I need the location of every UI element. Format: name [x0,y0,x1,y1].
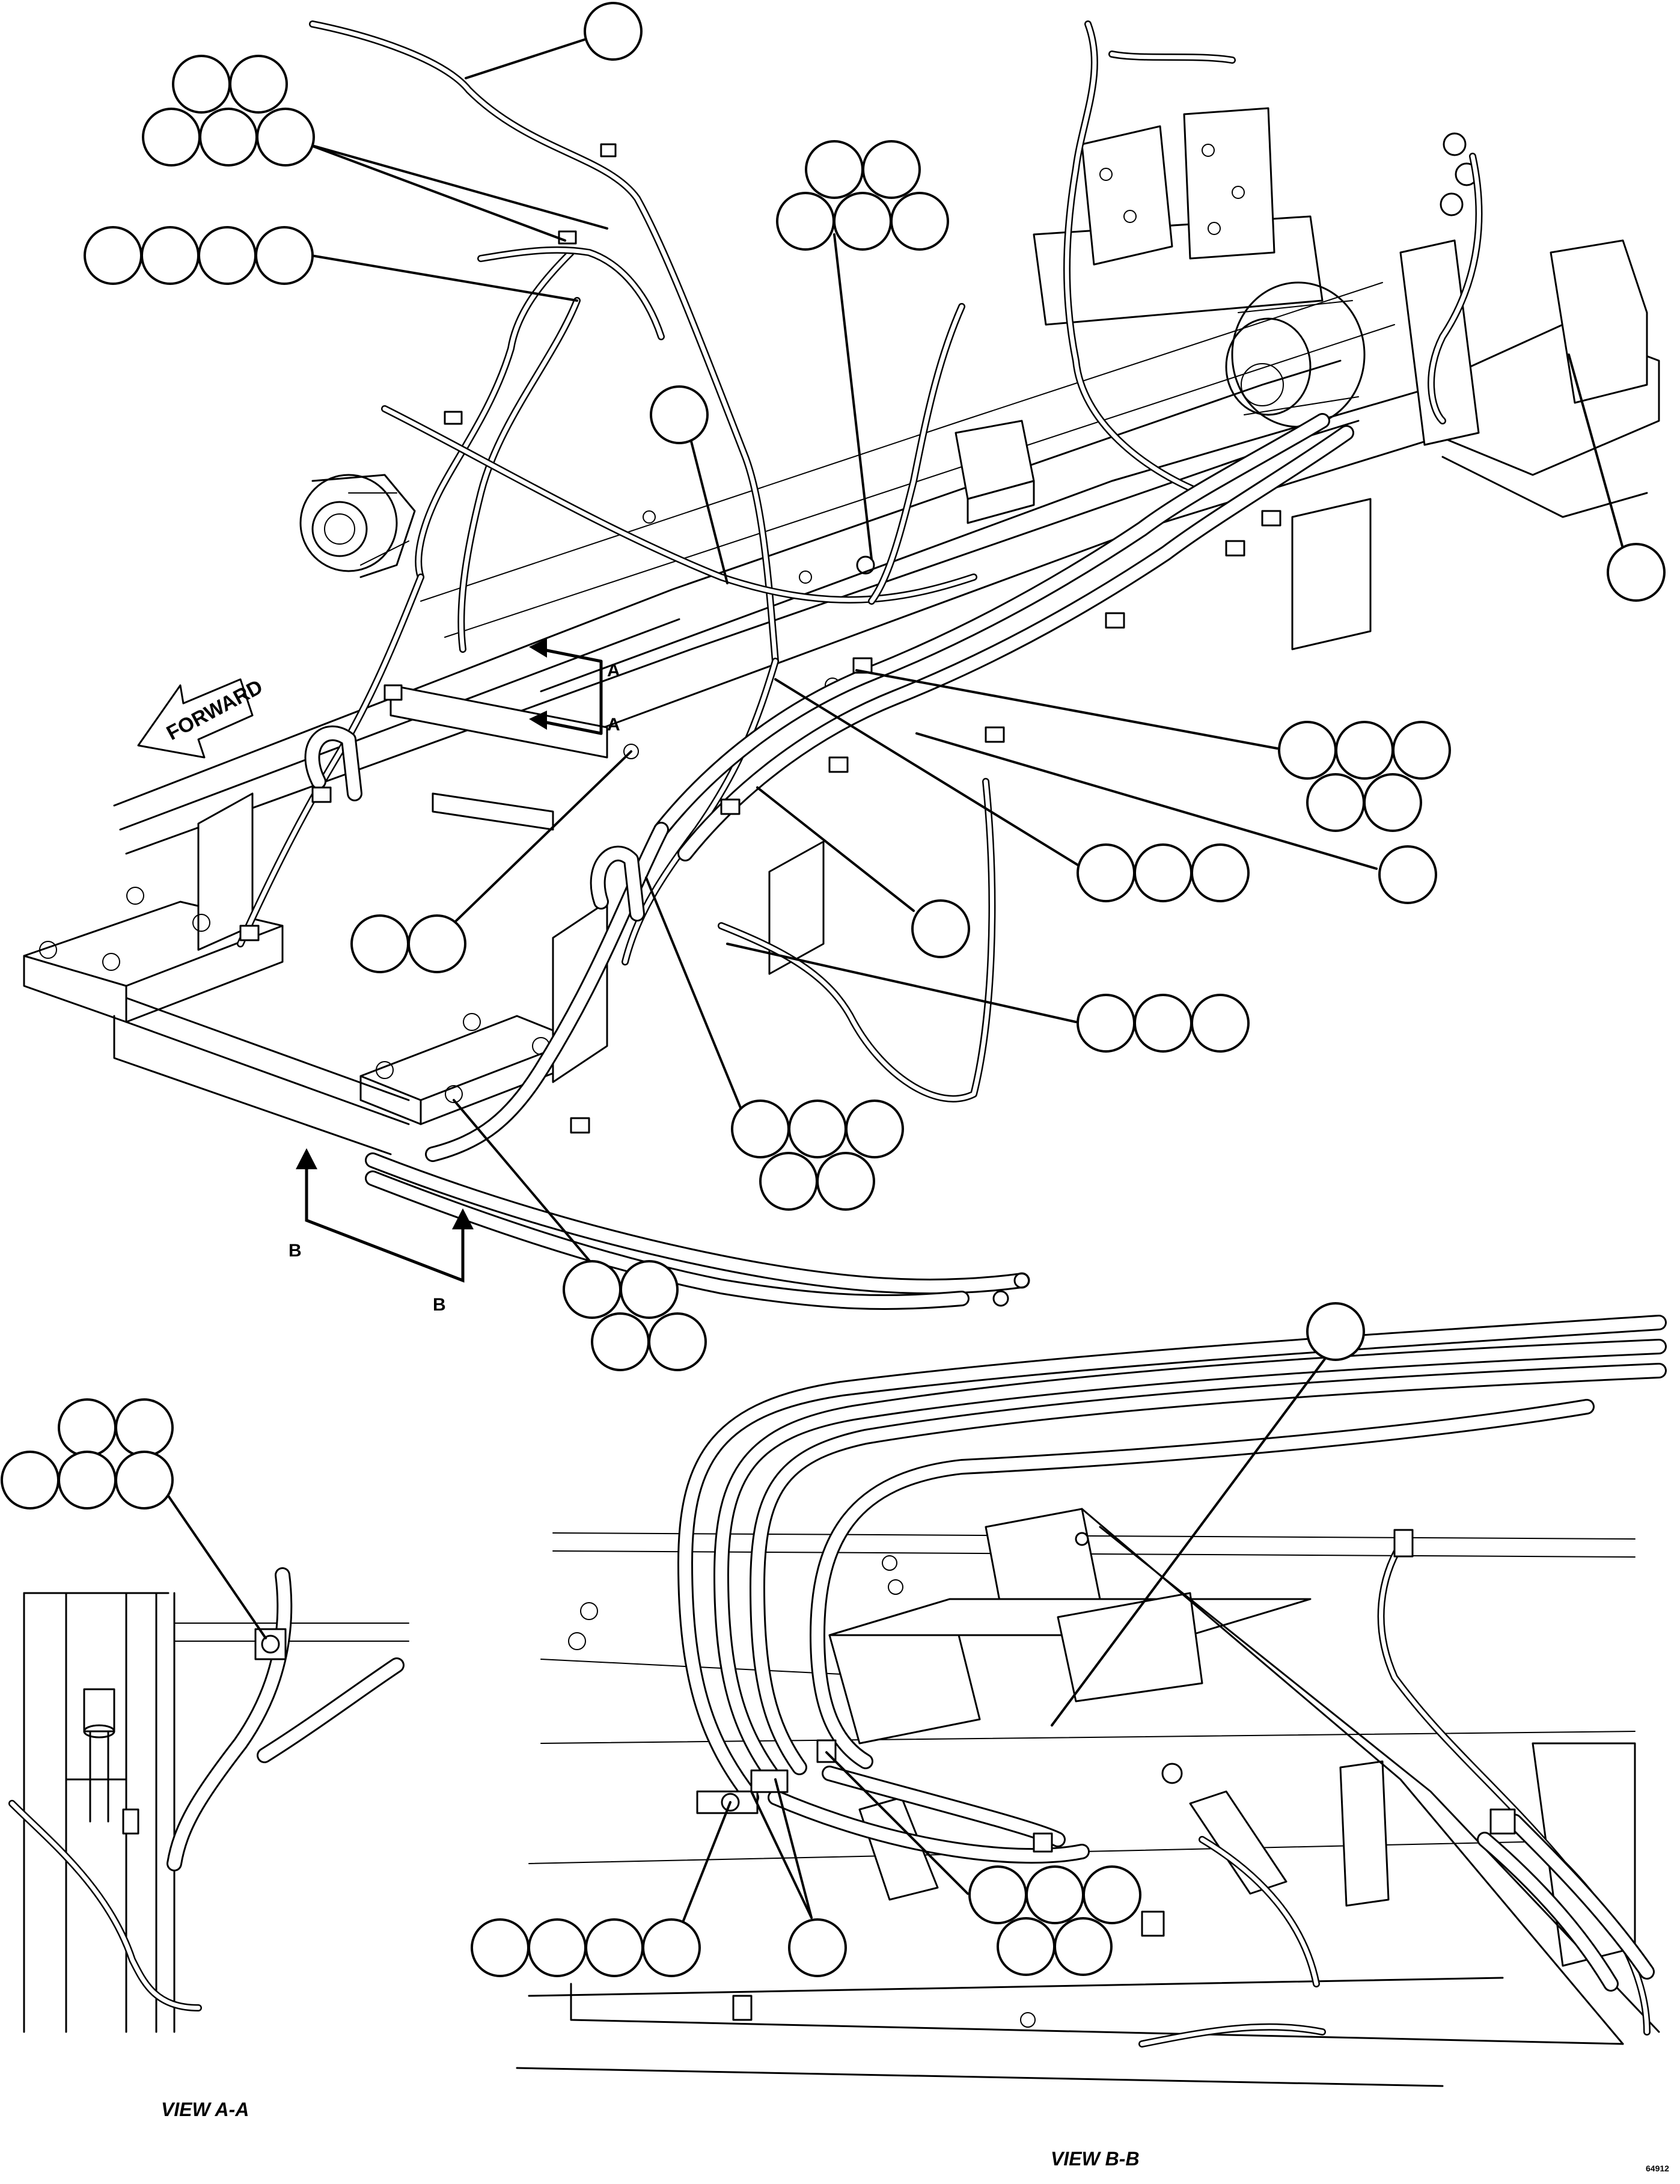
engine-mount-bracket [1081,107,1275,266]
callout-group-12 [1077,994,1250,1053]
callout-group-17 [471,1918,701,1977]
callout-leader-lines [156,38,1631,1925]
harness-clamps [239,143,1281,1134]
callout-group-14 [563,1260,707,1371]
callout-group-2 [142,55,315,167]
section-b-label-left: B [289,1241,302,1261]
callout-group-11 [350,914,466,973]
callout-group-3 [84,226,314,285]
callout-group-18 [788,1918,847,1977]
starter-motor [1225,281,1366,428]
callout-group-7 [1278,721,1451,832]
view-b-b-title: VIEW B-B [1051,2148,1140,2170]
frame-bolts [39,510,840,1103]
callout-group-9 [1077,843,1250,902]
section-a-arrowhead-bottom [529,711,547,730]
figure-number: 64912 [1646,2164,1669,2173]
view-a-a-title: VIEW A-A [161,2099,249,2120]
main-wiring-harness [237,20,1483,1310]
callout-group-1 [584,2,643,61]
callout-group-10 [911,899,970,958]
section-b-arrowhead-left [296,1148,317,1169]
section-a-label-top: A [607,661,620,681]
callout-group-19 [968,1865,1141,1976]
section-b-marker: B B [289,1148,474,1315]
junction-box [955,420,1035,524]
section-b-label-right: B [433,1295,446,1315]
callout-group-16 [1306,1302,1365,1361]
callout-group-15 [1,1398,174,1510]
section-a-arrowhead-top [529,638,547,658]
callout-group-5 [650,385,709,444]
section-b-arrowhead-right [452,1208,474,1229]
section-a-marker: A A [529,638,620,735]
alternator [299,474,416,578]
callout-group-6 [1607,543,1666,602]
section-a-label-bottom: A [607,715,620,735]
callout-group-8 [1378,845,1437,904]
forward-direction-arrow: FORWARD [137,675,266,759]
callout-group-13 [731,1100,904,1211]
view-b-b-detail: VIEW B-B 64912 [516,1315,1669,2173]
callout-group-4 [776,140,949,251]
callout-balloons [1,2,1666,1977]
connector-cluster [1440,132,1479,216]
view-a-a-detail: VIEW A-A [8,1567,409,2120]
